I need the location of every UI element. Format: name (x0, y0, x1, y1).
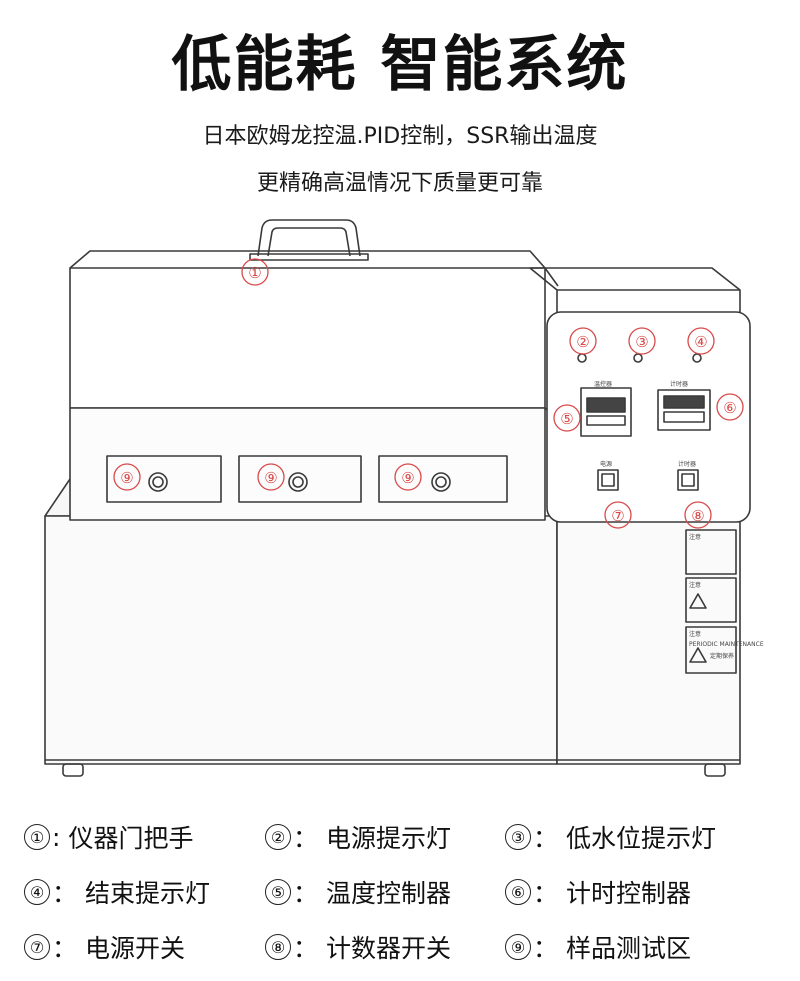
machine-lid (69, 219, 559, 521)
legend-number: ⑦ (24, 934, 50, 960)
legend-number: ① (24, 824, 50, 850)
callout-5: ⑤ (560, 410, 573, 428)
legend-number: ⑥ (505, 879, 531, 905)
machine-base (44, 475, 741, 777)
legend-separator: ： (533, 824, 559, 853)
callout-2: ② (576, 333, 589, 351)
legend-separator: ： (533, 934, 559, 963)
legend-separator: ： (533, 879, 559, 908)
legend-label: 样品测试区 (566, 934, 692, 963)
legend-number: ④ (24, 879, 50, 905)
callout-7: ⑦ (611, 507, 624, 525)
callout-9b: ⑨ (264, 469, 277, 487)
legend-separator: ： (293, 824, 319, 853)
legend-separator: ： (52, 934, 78, 963)
legend-number: ⑤ (265, 879, 291, 905)
callout-8: ⑧ (691, 507, 704, 525)
legend-number: ② (265, 824, 291, 850)
door-handle (257, 219, 361, 257)
maintenance-text: 定期保养 (710, 652, 734, 660)
counter-label: 计时器 (678, 460, 696, 468)
temp-controller (580, 387, 632, 437)
legend-label: 计时控制器 (566, 879, 692, 908)
page-title: 低能耗 智能系统 (171, 30, 629, 100)
legend-separator: ： (52, 879, 78, 908)
control-cabinet (529, 267, 751, 674)
warning-text-2: 注意 (689, 581, 701, 589)
legend-number: ⑨ (505, 934, 531, 960)
callout-1: ① (248, 264, 261, 282)
legend-label: 计数器开关 (326, 934, 452, 963)
warning-label-3 (685, 626, 737, 674)
legend-number: ③ (505, 824, 531, 850)
legend-item-counter-switch: ⑧：计数器开关 (265, 922, 451, 972)
timer-label: 计时器 (670, 380, 688, 388)
legend-separator: ： (293, 934, 319, 963)
warning-label-1 (685, 529, 737, 575)
legend-item-low-water-lamp: ③：低水位提示灯 (505, 812, 716, 862)
legend-item-door-handle: ①:仪器门把手 (24, 812, 193, 862)
subtitle-line-1: 日本欧姆龙控温.PID控制，SSR输出温度 (202, 124, 598, 149)
legend-item-power-lamp: ②：电源提示灯 (265, 812, 451, 862)
sample-windows (106, 455, 508, 503)
callout-4: ④ (694, 333, 707, 351)
legend-item-temp-controller: ⑤：温度控制器 (265, 867, 451, 917)
warning-text-1: 注意 (689, 533, 701, 541)
legend-item-power-switch: ⑦：电源开关 (24, 922, 185, 972)
legend-label: 电源提示灯 (326, 824, 452, 853)
legend-label: 低水位提示灯 (566, 824, 717, 853)
power-switch (597, 469, 619, 491)
legend-label: 温度控制器 (326, 879, 452, 908)
maintenance-caption: PERIODIC MAINTENANCE (689, 641, 764, 648)
callout-3: ③ (635, 333, 648, 351)
legend-item-end-lamp: ④：结束提示灯 (24, 867, 210, 917)
callout-9a: ⑨ (120, 469, 133, 487)
legend-label: 电源开关 (85, 934, 186, 963)
legend-item-timer-controller: ⑥：计时控制器 (505, 867, 691, 917)
temp-controller-label: 温控器 (594, 380, 612, 388)
legend-label: 仪器门把手 (68, 824, 194, 853)
callout-9c: ⑨ (401, 469, 414, 487)
legend-item-sample-area: ⑨：样品测试区 (505, 922, 691, 972)
subtitle-line-2: 更精确高温情况下质量更可靠 (256, 171, 543, 196)
counter-switch (677, 469, 699, 491)
legend-separator: : (52, 822, 61, 852)
callout-6: ⑥ (723, 399, 736, 417)
legend-separator: ： (293, 879, 319, 908)
legend-label: 结束提示灯 (85, 879, 211, 908)
legend-number: ⑧ (265, 934, 291, 960)
warning-label-2 (685, 577, 737, 623)
legend: ①:仪器门把手 ②：电源提示灯 ③：低水位提示灯 ④：结束提示灯 ⑤：温度控制器… (0, 812, 800, 977)
machine-illustration: 温控器 计时器 电源 计时器 注意 注意 注意 PERIODIC MAINTEN… (44, 219, 764, 777)
warning-text-3: 注意 (689, 630, 701, 638)
power-label: 电源 (600, 460, 612, 468)
timer-controller (657, 389, 711, 431)
